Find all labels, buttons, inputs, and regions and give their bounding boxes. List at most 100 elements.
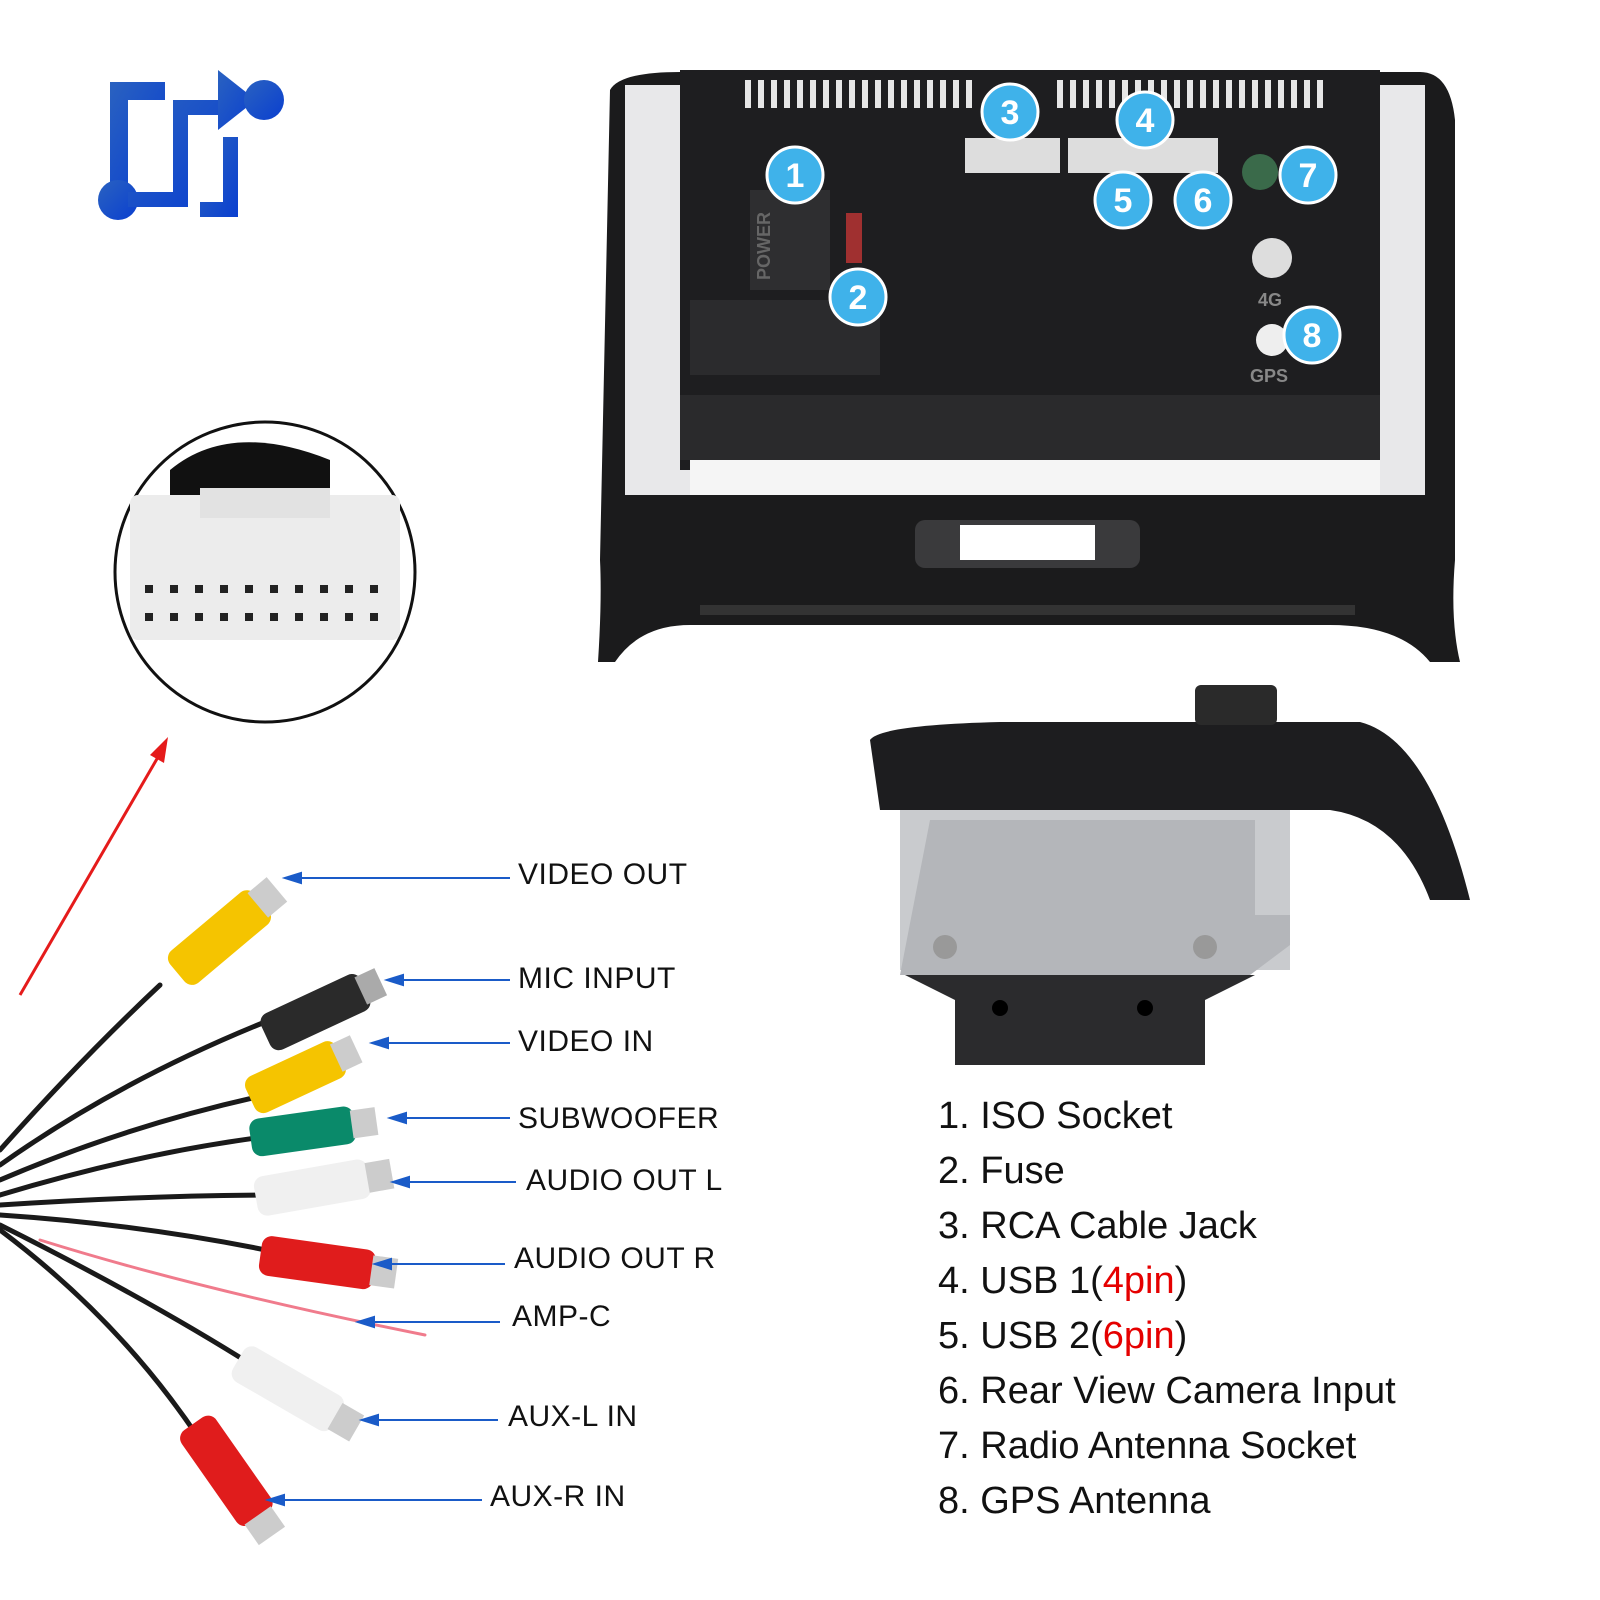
vent-slot xyxy=(914,80,920,108)
pin-hole xyxy=(345,613,353,621)
vent-slot xyxy=(940,80,946,108)
label-video-out: VIDEO OUT xyxy=(518,858,688,891)
pin-hole xyxy=(195,613,203,621)
connector-badge-4: 4 xyxy=(1115,90,1175,150)
power-marking: POWER xyxy=(754,212,774,280)
rca-cable-harness xyxy=(0,982,427,1443)
legend-text: 5. USB 2( xyxy=(938,1315,1103,1357)
legend-text: 3. RCA Cable Jack xyxy=(938,1205,1257,1247)
vent-slot xyxy=(1070,80,1076,108)
connector-badge-7: 7 xyxy=(1278,145,1338,205)
arrowhead xyxy=(281,871,302,885)
vent-slot xyxy=(966,80,972,108)
arrowhead xyxy=(368,1036,389,1050)
4g-marking: 4G xyxy=(1258,290,1282,310)
arrowhead xyxy=(264,1493,285,1507)
legend-item: 8. GPS Antenna xyxy=(938,1480,1211,1523)
legend-item: 5. USB 2(6pin) xyxy=(938,1315,1187,1358)
legend-item: 7. Radio Antenna Socket xyxy=(938,1425,1356,1468)
pin-hole xyxy=(295,613,303,621)
label-arrows xyxy=(264,871,516,1507)
pin-hole xyxy=(295,585,303,593)
vent-slot xyxy=(953,80,959,108)
vent-slot xyxy=(1109,80,1115,108)
pin-hole xyxy=(195,585,203,593)
vent-slot xyxy=(1291,80,1297,108)
pin-hole xyxy=(170,585,178,593)
vent-slot xyxy=(771,80,777,108)
arrowhead xyxy=(354,1315,375,1329)
vent-slot xyxy=(1122,80,1128,108)
pin-hole xyxy=(220,613,228,621)
gps-marking: GPS xyxy=(1250,366,1288,386)
vent-slot xyxy=(888,80,894,108)
vent-slot xyxy=(862,80,868,108)
arrowhead xyxy=(383,973,404,987)
vent-slot xyxy=(849,80,855,108)
vent-slot xyxy=(1304,80,1310,108)
pin-hole xyxy=(220,585,228,593)
head-unit-side-illustration xyxy=(870,685,1470,1065)
badge-number: 8 xyxy=(1303,317,1322,355)
pin-hole xyxy=(170,613,178,621)
pin-hole xyxy=(320,585,328,593)
vent-slot xyxy=(1200,80,1206,108)
pin-hole xyxy=(245,613,253,621)
connector-badge-3: 3 xyxy=(980,82,1040,142)
pin-hole xyxy=(145,613,153,621)
badge-number: 5 xyxy=(1114,182,1133,220)
vent-slot xyxy=(758,80,764,108)
connector-badge-6: 6 xyxy=(1173,170,1233,230)
vent-slot xyxy=(1239,80,1245,108)
badge-number: 2 xyxy=(849,279,868,317)
vent-slot xyxy=(1187,80,1193,108)
iso-connector-closeup xyxy=(113,420,417,724)
connector-badge-8: 8 xyxy=(1282,305,1342,365)
vent-slot xyxy=(1083,80,1089,108)
connector-badge-2: 2 xyxy=(828,267,888,327)
vent-slot xyxy=(1096,80,1102,108)
arrowhead xyxy=(389,1175,410,1189)
legend-text: 2. Fuse xyxy=(938,1150,1065,1192)
vent-slot xyxy=(745,80,751,108)
pin-hole xyxy=(370,613,378,621)
vent-slot xyxy=(1317,80,1323,108)
label-subwoofer: SUBWOOFER xyxy=(518,1102,720,1135)
connector-badge-1: 1 xyxy=(765,145,825,205)
legend-item: 3. RCA Cable Jack xyxy=(938,1205,1257,1248)
vent-slot xyxy=(784,80,790,108)
pin-hole xyxy=(320,613,328,621)
vent-slot xyxy=(836,80,842,108)
label-video-in: VIDEO IN xyxy=(518,1025,654,1058)
vent-slot xyxy=(810,80,816,108)
vent-slot xyxy=(823,80,829,108)
label-mic-input: MIC INPUT xyxy=(518,962,676,995)
legend-pin-count: 6pin xyxy=(1102,1315,1175,1357)
connector-badge-5: 5 xyxy=(1093,170,1153,230)
badge-number: 7 xyxy=(1299,157,1318,195)
vent-slot xyxy=(1252,80,1258,108)
legend-item: 1. ISO Socket xyxy=(938,1095,1172,1138)
legend-text: 6. Rear View Camera Input xyxy=(938,1370,1396,1412)
vent-slot xyxy=(927,80,933,108)
connector-logo-icon xyxy=(98,70,284,220)
label-audio-out-l: AUDIO OUT L xyxy=(526,1164,723,1197)
label-aux-l-in: AUX-L IN xyxy=(508,1400,638,1433)
vent-slot xyxy=(1226,80,1232,108)
legend-tail: ) xyxy=(1174,1260,1188,1302)
red-pointer-arrow xyxy=(18,744,167,996)
legend-item: 6. Rear View Camera Input xyxy=(938,1370,1396,1413)
vent-slot xyxy=(1174,80,1180,108)
arrowhead xyxy=(386,1111,407,1125)
pin-hole xyxy=(270,613,278,621)
vent-slot xyxy=(1278,80,1284,108)
badge-number: 3 xyxy=(1001,94,1020,132)
legend-text: 1. ISO Socket xyxy=(938,1095,1173,1137)
pin-hole xyxy=(345,585,353,593)
legend-tail: ) xyxy=(1174,1315,1188,1357)
legend-item: 2. Fuse xyxy=(938,1150,1065,1193)
vent-slot xyxy=(797,80,803,108)
vent-slot xyxy=(1265,80,1271,108)
